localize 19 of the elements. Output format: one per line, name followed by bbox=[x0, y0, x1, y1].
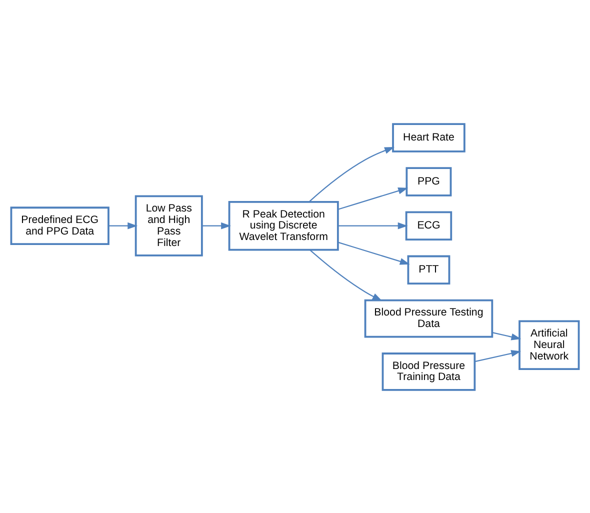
node-box: PTT bbox=[407, 254, 450, 284]
node-box: Artificial Neural Network bbox=[518, 320, 580, 370]
node-box: R Peak Detection using Discrete Wavelet Transform bbox=[228, 200, 339, 250]
node-box: Low Pass and High Pass Filter bbox=[134, 194, 203, 256]
arrow bbox=[338, 186, 408, 210]
node-box: Blood Pressure Training Data bbox=[382, 352, 476, 390]
arrow bbox=[108, 222, 138, 229]
arrow bbox=[308, 146, 394, 202]
arrow bbox=[338, 241, 410, 264]
arrow bbox=[202, 222, 231, 229]
arrow bbox=[338, 222, 408, 229]
node-box: Heart Rate bbox=[392, 122, 466, 152]
arrow bbox=[492, 332, 522, 340]
node-box: Predefined ECG and PPG Data bbox=[10, 206, 110, 245]
node-box: PPG bbox=[406, 166, 452, 196]
node-box: ECG bbox=[405, 210, 452, 240]
arrow bbox=[310, 248, 382, 300]
node-box: Blood Pressure Testing Data bbox=[364, 298, 494, 338]
arrow bbox=[474, 350, 522, 362]
